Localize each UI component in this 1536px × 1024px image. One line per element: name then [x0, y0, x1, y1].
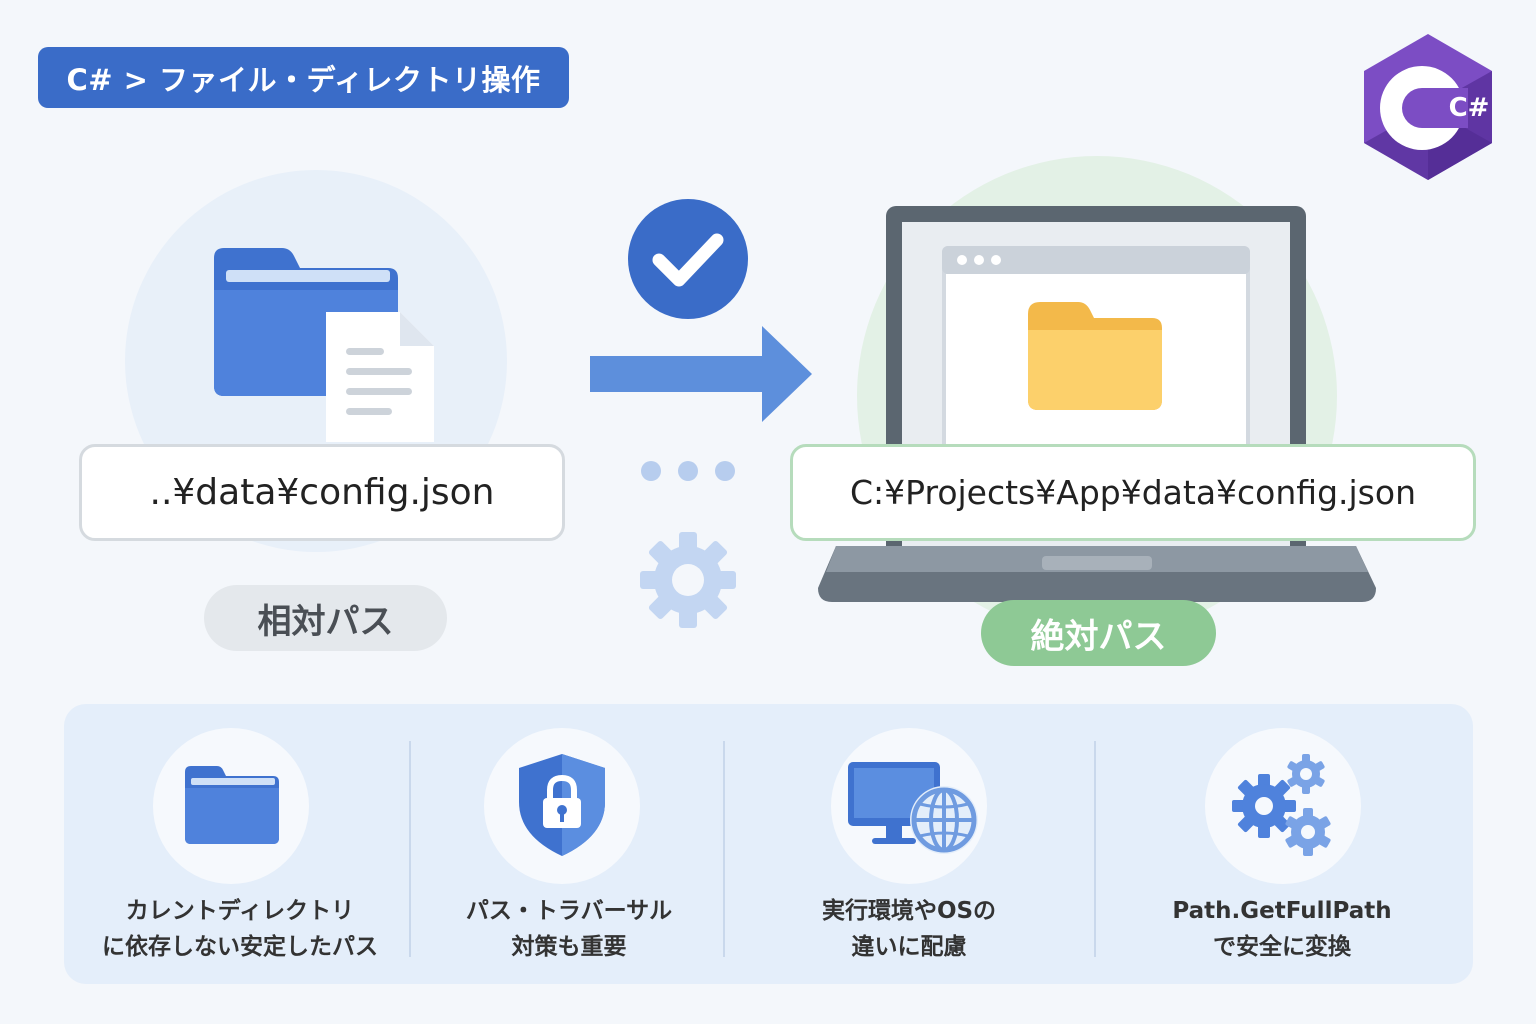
arrow-right-icon	[590, 326, 815, 422]
divider	[723, 741, 725, 957]
check-icon	[627, 198, 749, 320]
feature-line: 対策も重要	[511, 934, 627, 960]
feature-text: 実行環境やOSの 違いに配慮	[744, 893, 1074, 965]
ellipsis-icon	[640, 460, 740, 482]
laptop-icon	[816, 206, 1378, 606]
feature-text: カレントディレクトリ に依存しない安定したパス	[75, 893, 405, 965]
gear-icon	[638, 530, 738, 630]
relative-path-field: ..¥data¥config.json	[79, 444, 565, 541]
feature-line: パス・トラバーサル	[465, 898, 673, 924]
shield-lock-icon	[515, 752, 609, 858]
feature-line: Path.GetFullPath	[1172, 898, 1392, 924]
feature-line: に依存しない安定したパス	[102, 934, 378, 960]
feature-text: パス・トラバーサル 対策も重要	[404, 893, 734, 965]
feature-text: Path.GetFullPath で安全に変換	[1117, 893, 1447, 965]
relative-path-label: 相対パス	[204, 585, 447, 651]
absolute-path-label: 絶対パス	[981, 600, 1216, 666]
folder-icon	[183, 764, 281, 846]
feature-line: で安全に変換	[1213, 934, 1351, 960]
feature-line: カレントディレクトリ	[125, 898, 355, 924]
divider	[409, 741, 411, 957]
monitor-globe-icon	[846, 760, 982, 860]
breadcrumb: C# > ファイル・ディレクトリ操作	[38, 47, 569, 108]
csharp-logo-text: C#	[1449, 93, 1490, 123]
feature-line: 実行環境やOSの	[821, 898, 997, 924]
csharp-logo: C#	[1360, 32, 1496, 182]
divider	[1094, 741, 1096, 957]
absolute-path-field: C:¥Projects¥App¥data¥config.json	[790, 444, 1476, 541]
gears-icon	[1228, 752, 1338, 862]
folder-document-icon	[212, 246, 442, 446]
feature-line: 違いに配慮	[851, 934, 967, 960]
